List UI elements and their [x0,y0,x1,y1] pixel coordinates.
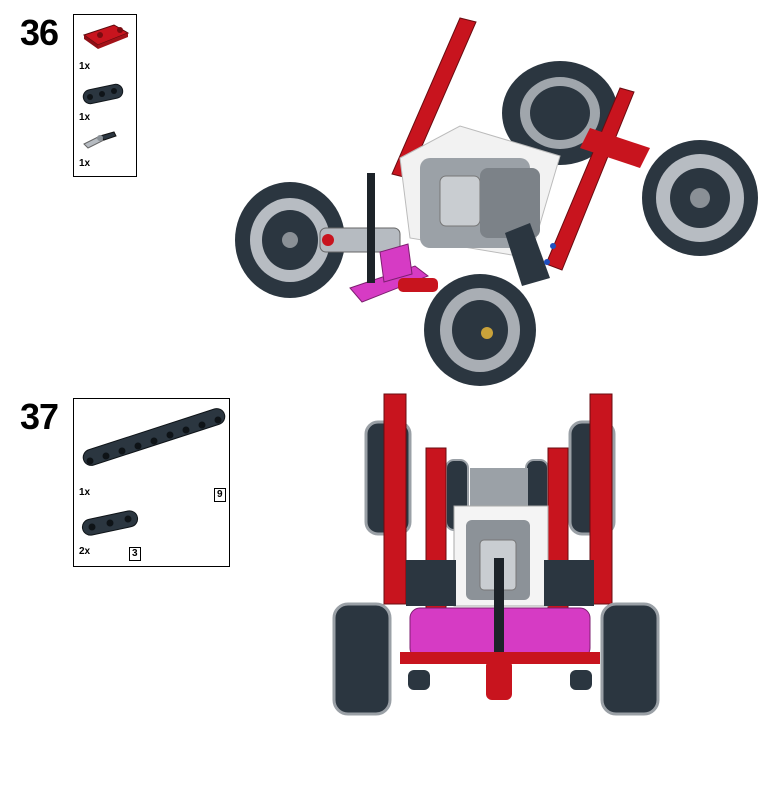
dark-beam-3-icon [81,510,139,536]
red-cross-block-icon [82,24,130,49]
part-qty: 1x [79,487,91,498]
part-length-badge: 9 [214,488,226,502]
step-number-36: 36 [20,12,59,53]
part-length-badge: 3 [129,547,141,561]
dark-beam-9-icon [82,408,226,466]
dark-beam-3-icon [82,83,124,105]
part-qty: 2x [79,546,91,557]
part-qty: 1x [79,61,91,72]
step-number-37: 37 [20,396,59,437]
part-qty: 1x [79,158,91,169]
parts-list-step-37: 1x 9 2x 3 [73,398,230,567]
part-qty: 1x [79,112,91,123]
robot-assembly-step-36-icon [235,17,758,386]
parts-list-step-36: 1x 1x 1x [73,14,137,177]
axle-pin-icon [83,131,117,149]
robot-assembly-step-37-icon [332,393,660,716]
